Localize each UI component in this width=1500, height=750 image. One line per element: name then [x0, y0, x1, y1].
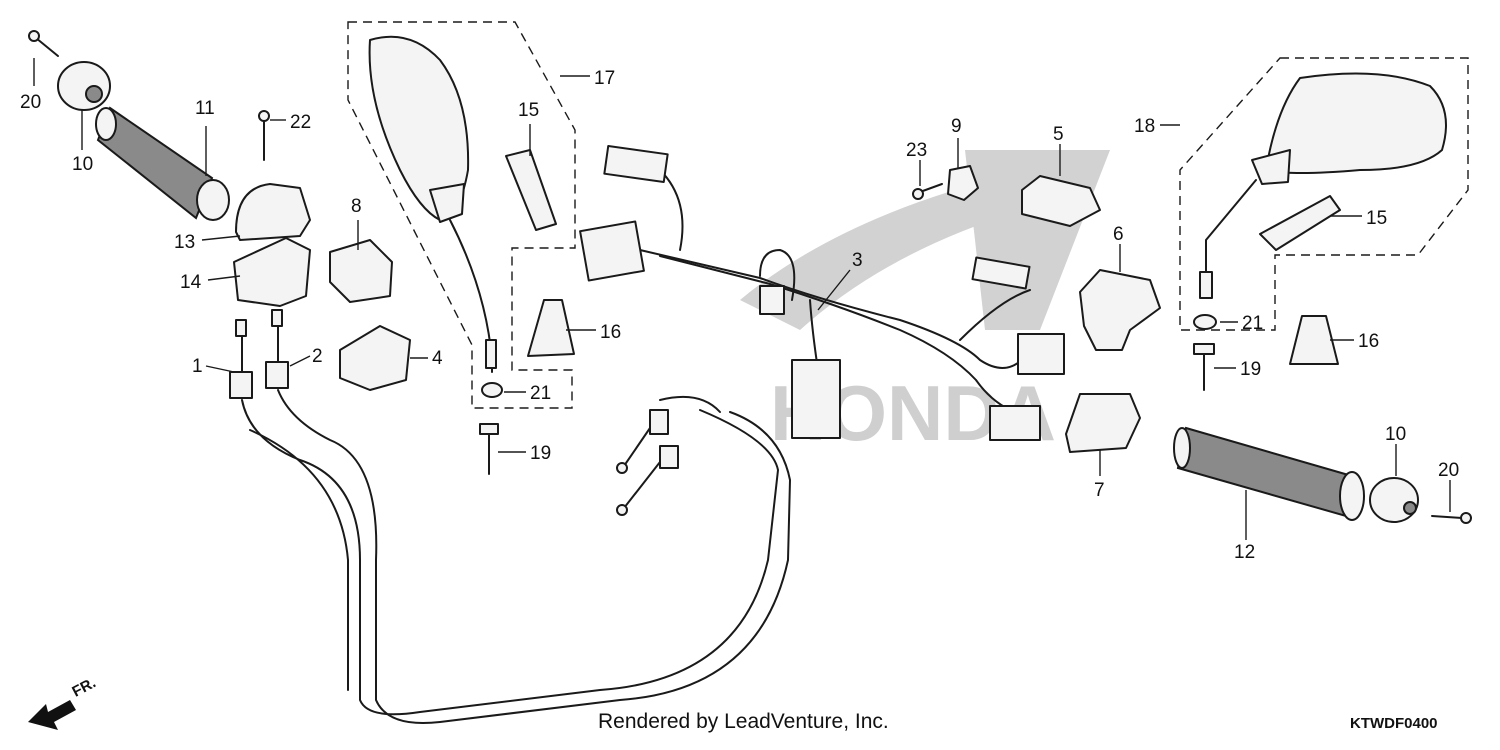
callout-3: 3 [852, 250, 863, 271]
mirror-cover-right [1289, 315, 1339, 365]
callout-4: 4 [432, 348, 443, 369]
mirror-bolt-right [1193, 343, 1215, 391]
right-mirror-group-outline [1179, 57, 1469, 331]
lower-throttle-housing [233, 237, 311, 307]
mirror-nut-left [481, 382, 503, 398]
grip-end-weight-left [57, 61, 111, 111]
handlebar-grip-right [1173, 426, 1365, 521]
callout-21-right: 21 [1242, 313, 1263, 334]
mirror-cover-left [527, 299, 575, 357]
callout-22: 22 [290, 112, 311, 133]
throttle-cables [229, 309, 791, 724]
callout-10-left: 10 [72, 154, 93, 175]
housing-screw [258, 110, 270, 161]
callout-21-left: 21 [530, 383, 551, 404]
callout-19-left: 19 [530, 443, 551, 464]
grip-end-screw-left [28, 30, 59, 57]
diagram-code: KTWDF0400 [1350, 715, 1438, 732]
callout-23: 23 [906, 140, 927, 161]
callout-8: 8 [351, 196, 362, 217]
winker-switch [1079, 269, 1161, 351]
start-switch [339, 325, 411, 391]
harness-clamp-screw [912, 183, 943, 200]
callout-1: 1 [192, 356, 203, 377]
callout-12: 12 [1234, 542, 1255, 563]
upper-throttle-housing [235, 183, 311, 241]
left-mirror-group-outline [347, 21, 576, 409]
grip-end-weight-right [1369, 477, 1419, 523]
callout-16-right: 16 [1358, 331, 1379, 352]
callout-18: 18 [1134, 116, 1155, 137]
callout-17: 17 [594, 68, 615, 89]
brake-cable-ends [616, 395, 721, 516]
callout-15-left: 15 [518, 100, 539, 121]
mirror-bolt-left [479, 423, 499, 475]
callout-20-right: 20 [1438, 460, 1459, 481]
leader-lines [33, 58, 1451, 540]
callout-19-right: 19 [1240, 359, 1261, 380]
callout-6: 6 [1113, 224, 1124, 245]
throttle-grip [95, 106, 230, 221]
grip-end-screw-right [1431, 512, 1472, 524]
callout-numbers: 20 10 11 22 13 14 1 2 4 8 15 17 16 21 19… [20, 68, 1459, 563]
callout-2: 2 [312, 346, 323, 367]
harness-clamp [947, 165, 979, 201]
switch-wire-harness [579, 144, 1065, 441]
mirror-nut-right [1193, 314, 1217, 330]
left-mirror [368, 35, 497, 373]
callout-10-right: 10 [1385, 424, 1406, 445]
callout-5: 5 [1053, 124, 1064, 145]
callout-9: 9 [951, 116, 962, 137]
passing-switch [1065, 393, 1141, 453]
callout-14: 14 [180, 272, 202, 293]
render-credit: Rendered by LeadVenture, Inc. [598, 710, 889, 733]
callout-16-left: 16 [600, 322, 621, 343]
callout-11: 11 [195, 98, 215, 119]
callout-20-left: 20 [20, 92, 41, 113]
front-direction-arrow [28, 700, 76, 730]
callout-7: 7 [1094, 480, 1105, 501]
mirror-boot-left [505, 149, 557, 231]
horn-switch [1021, 175, 1101, 227]
dimmer-switch [329, 239, 393, 303]
mirror-boot-right [1259, 195, 1341, 251]
callout-13: 13 [174, 232, 195, 253]
right-mirror [1199, 72, 1447, 299]
callout-15-right: 15 [1366, 208, 1387, 229]
